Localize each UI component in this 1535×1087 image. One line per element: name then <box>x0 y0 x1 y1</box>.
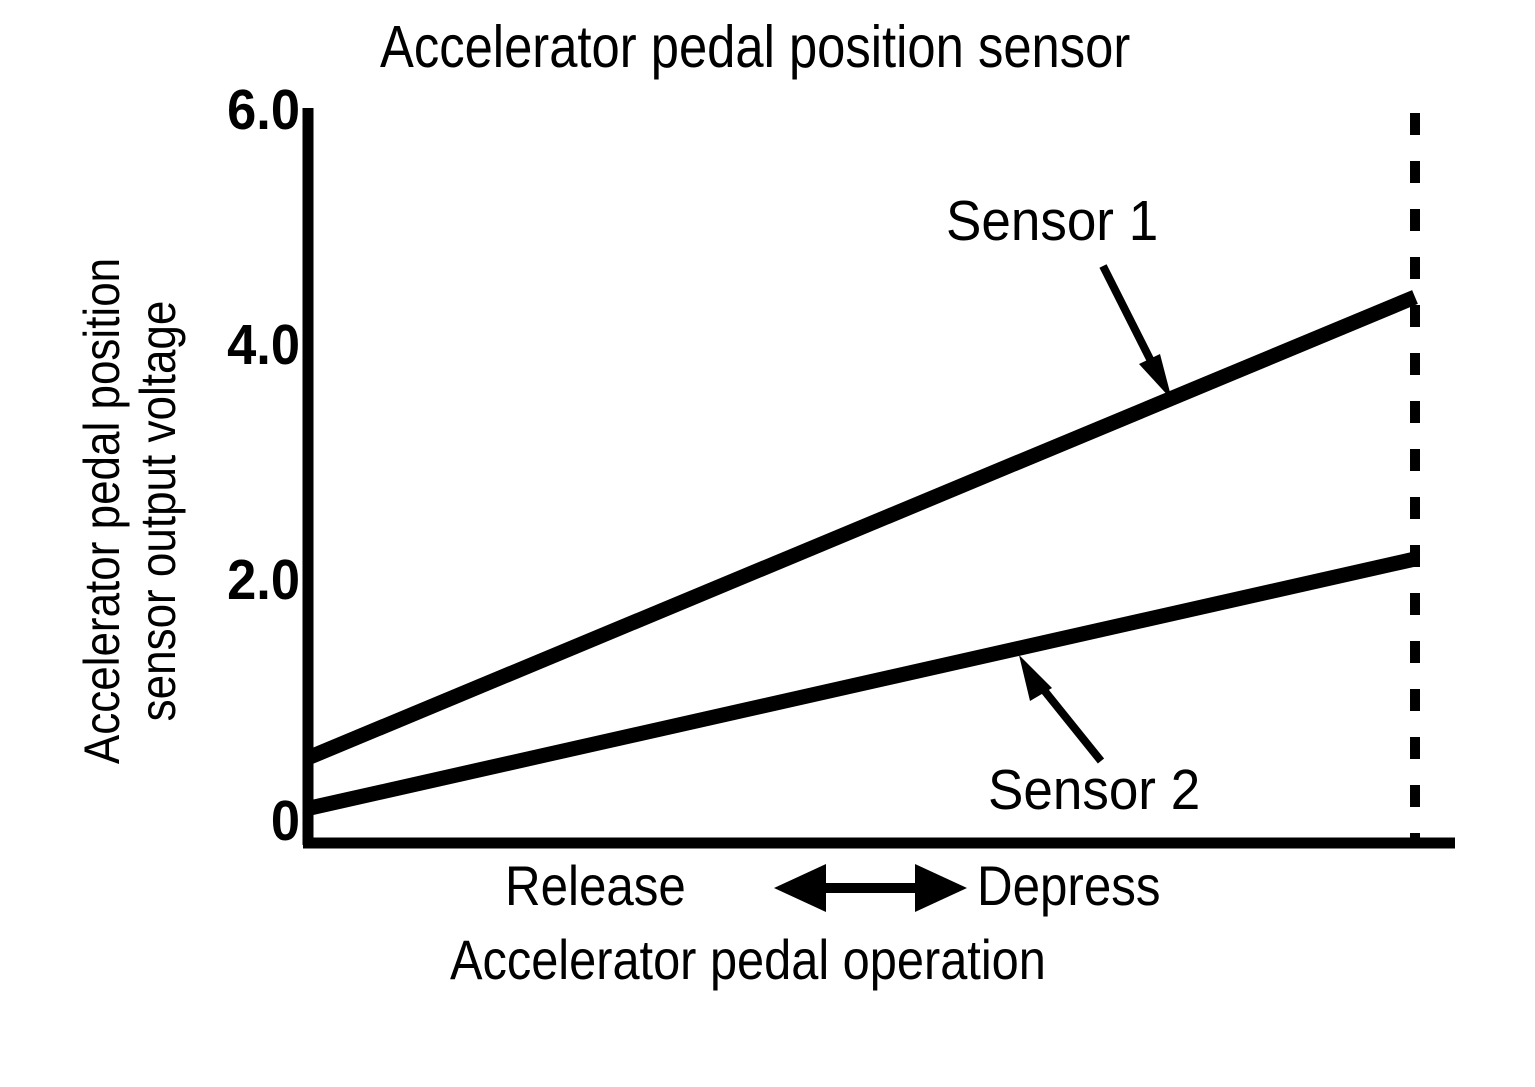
series-line-sensor-1 <box>307 290 1418 764</box>
y-tick-label-0: 0 <box>270 789 300 853</box>
x-direction-label-depress: Depress <box>977 854 1161 917</box>
release-depress-double-arrow-icon <box>774 864 967 912</box>
y-tick-label-6: 6.0 <box>227 78 300 142</box>
y-axis-title-line-2: sensor output voltage <box>130 300 186 722</box>
sensor-1-annotation-arrow <box>1099 264 1172 400</box>
sensor-2-annotation-arrow <box>1019 655 1105 764</box>
y-axis-title: Accelerator pedal position sensor output… <box>74 106 186 916</box>
x-axis-title: Accelerator pedal operation <box>450 928 1046 991</box>
x-direction-label-release: Release <box>505 854 686 917</box>
chart-title: Accelerator pedal position sensor <box>380 14 1131 80</box>
y-tick-label-2: 2.0 <box>227 548 300 612</box>
series-line-sensor-2 <box>308 551 1417 816</box>
y-axis-title-line-1: Accelerator pedal position <box>74 257 130 765</box>
series-label-sensor-1: Sensor 1 <box>946 189 1159 253</box>
y-tick-label-4: 4.0 <box>227 313 300 377</box>
series-label-sensor-2: Sensor 2 <box>988 758 1201 822</box>
